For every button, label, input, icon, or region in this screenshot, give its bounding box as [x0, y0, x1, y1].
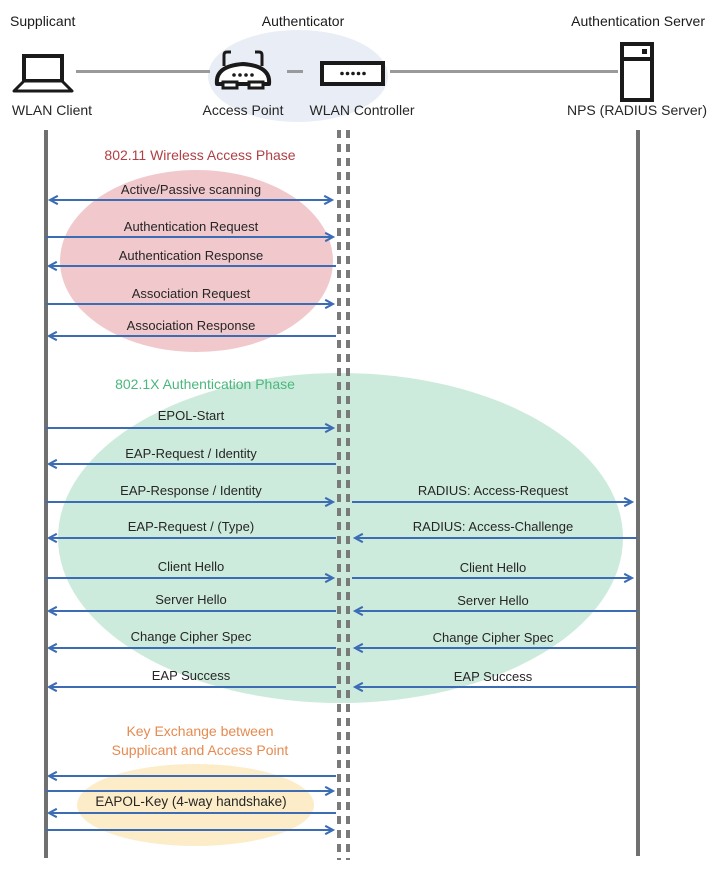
msg-radius-access-challenge: RADIUS: Access-Challenge: [412, 519, 574, 534]
msg-eap-success-right: EAP Success: [453, 669, 533, 684]
msg-client-hello-left: Client Hello: [157, 559, 225, 574]
msg-eap-response-identity: EAP-Response / Identity: [120, 483, 262, 498]
msg-authentication-request: Authentication Request: [123, 219, 259, 234]
device-nps-radius-server: NPS (RADIUS Server): [566, 102, 708, 118]
msg-authentication-response: Authentication Response: [118, 248, 264, 263]
device-wlan-client: WLAN Client: [11, 102, 93, 118]
msg-eap-request-type: EAP-Request / (Type): [127, 519, 255, 534]
msg-client-hello-right: Client Hello: [459, 560, 527, 575]
role-authenticator: Authenticator: [261, 13, 345, 29]
msg-active-passive-scanning: Active/Passive scanning: [120, 182, 262, 197]
lifeline-wlan-controller-left: [337, 130, 341, 860]
msg-server-hello-left: Server Hello: [155, 592, 227, 607]
msg-eapol-key-handshake: EAPOL-Key (4-way handshake): [95, 794, 287, 809]
phase3-title: Key Exchange between Supplicant and Acce…: [50, 722, 350, 760]
device-wlan-controller: WLAN Controller: [309, 102, 415, 118]
lifeline-wlan-controller-right: [346, 130, 350, 860]
phase1-title: 802.11 Wireless Access Phase: [104, 147, 296, 163]
phase2-title: 802.1X Authentication Phase: [115, 376, 295, 392]
msg-association-response: Association Response: [126, 318, 256, 333]
connector-controller-server: [390, 70, 618, 73]
msg-radius-access-request: RADIUS: Access-Request: [417, 483, 569, 498]
access-point-icon: [214, 50, 272, 90]
role-supplicant: Supplicant: [10, 13, 76, 29]
msg-change-cipher-spec-left: Change Cipher Spec: [130, 629, 252, 644]
laptop-icon: [12, 54, 74, 93]
wlan-controller-icon: [320, 61, 385, 86]
phase3-title-line1: Key Exchange between: [126, 723, 274, 739]
phase3-title-line2: Supplicant and Access Point: [111, 742, 289, 758]
msg-eap-success-left: EAP Success: [151, 668, 231, 683]
server-icon: [620, 42, 654, 102]
lifeline-nps-server: [636, 130, 640, 856]
msg-epol-start: EPOL-Start: [157, 408, 225, 423]
lifeline-wlan-client: [44, 130, 48, 858]
msg-association-request: Association Request: [131, 286, 251, 301]
device-access-point: Access Point: [202, 102, 284, 118]
msg-eap-request-identity: EAP-Request / Identity: [125, 446, 257, 461]
connector-client-ap: [76, 70, 210, 73]
phase3-ellipse: [77, 764, 314, 846]
role-authentication-server: Authentication Server: [571, 13, 705, 29]
msg-server-hello-right: Server Hello: [457, 593, 529, 608]
msg-change-cipher-spec-right: Change Cipher Spec: [432, 630, 554, 645]
connector-ap-controller: [287, 70, 303, 73]
